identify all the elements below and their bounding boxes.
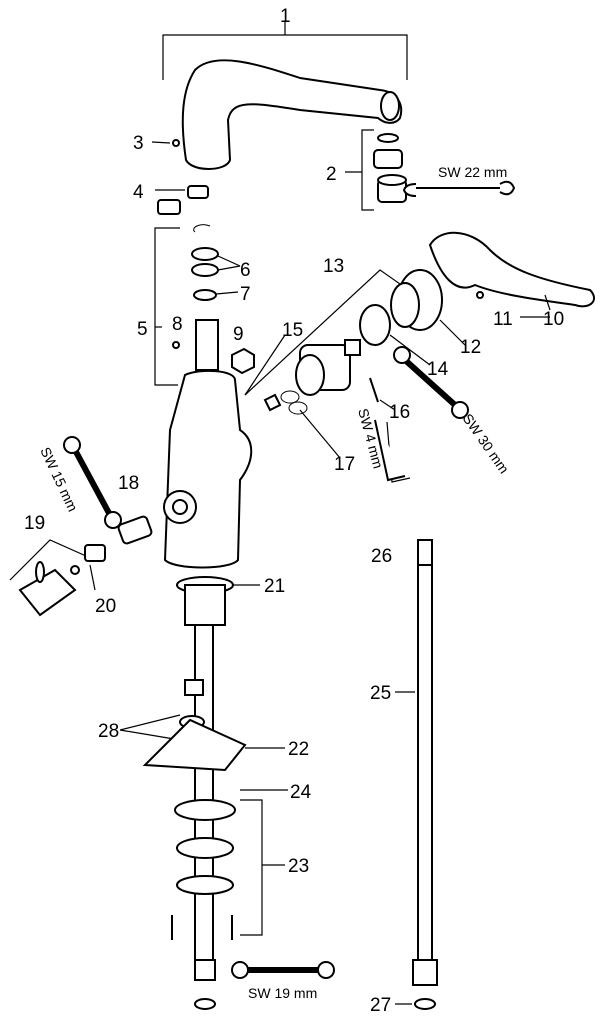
part-label-25: 25 — [370, 683, 391, 704]
part-label-3: 3 — [133, 133, 144, 154]
part-label-23: 23 — [288, 856, 309, 877]
wrench-size-sw30: SW 30 mm — [460, 411, 513, 477]
part-label-13: 13 — [323, 256, 344, 277]
o-ring-part — [191, 247, 219, 261]
part-label-2: 2 — [326, 164, 337, 185]
spout-part — [162, 22, 408, 170]
part-label-10: 10 — [543, 309, 564, 330]
aerator-part — [345, 129, 407, 211]
part-label-12: 12 — [460, 337, 481, 358]
wrench-size-sw22: SW 22 mm — [438, 164, 507, 180]
handle-lever-part — [428, 231, 595, 308]
part-label-4: 4 — [133, 182, 144, 203]
wrench-sw30-icon — [393, 346, 469, 419]
part-label-24: 24 — [290, 782, 312, 803]
part-label-27: 27 — [370, 995, 391, 1016]
part-label-28: 28 — [98, 721, 119, 742]
nut-part — [359, 304, 391, 346]
set-screw-part — [172, 139, 180, 147]
part-label-18: 18 — [118, 473, 139, 494]
threaded-shank-part — [176, 576, 260, 626]
cartridge-part — [295, 339, 361, 396]
pull-out-hose-part — [395, 539, 438, 1010]
threaded-stem-part — [195, 319, 219, 371]
part-label-26: 26 — [371, 546, 392, 567]
adapter-part — [155, 185, 209, 215]
clip-part — [231, 347, 255, 375]
part-label-5: 5 — [137, 319, 148, 340]
part-label-11: 11 — [493, 309, 513, 330]
part-label-20: 20 — [95, 596, 116, 617]
part-label-15: 15 — [282, 320, 303, 341]
part-label-14: 14 — [427, 359, 449, 380]
handle-knob-part — [18, 568, 77, 617]
part-label-8: 8 — [172, 314, 183, 335]
valve-part — [117, 515, 153, 545]
part-label-22: 22 — [288, 739, 309, 760]
mounting-bracket-part — [142, 718, 247, 772]
washer-part — [193, 289, 217, 301]
gasket-part — [174, 799, 236, 821]
o-ring-part — [191, 263, 219, 277]
part-label-21: 21 — [264, 576, 285, 597]
part-label-9: 9 — [233, 324, 244, 345]
part-label-6: 6 — [240, 260, 251, 281]
allen-key-icon — [374, 419, 406, 482]
part-label-19: 19 — [24, 513, 45, 534]
faucet-body-part — [163, 369, 253, 569]
part-label-1: 1 — [280, 6, 291, 27]
part-label-16: 16 — [389, 402, 410, 423]
wrench-sw19-icon — [231, 961, 335, 979]
wrench-size-sw19: SW 19 mm — [248, 985, 317, 1001]
wrench-sw15-icon — [63, 436, 122, 529]
wrench-sw22-icon — [402, 180, 516, 197]
part-label-17: 17 — [334, 454, 355, 475]
part-label-7: 7 — [240, 284, 251, 305]
